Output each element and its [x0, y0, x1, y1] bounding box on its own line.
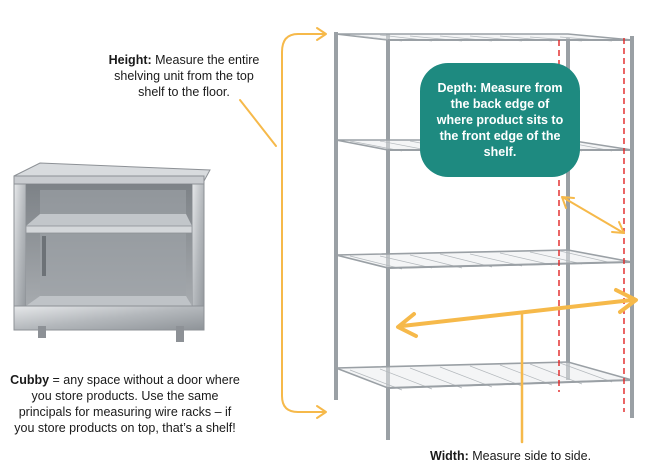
cubby-text: = any space without a door where you sto… [14, 373, 240, 435]
depth-bubble: Depth: Measure from the back edge of whe… [420, 63, 580, 177]
height-text: Measure the entire shelving unit from th… [114, 53, 260, 99]
height-note: Height: Measure the entire shelving unit… [104, 52, 264, 100]
width-label: Width: [430, 449, 469, 463]
wire-shelving-image [334, 32, 634, 440]
width-text: Measure side to side. [468, 449, 592, 463]
depth-arrow [561, 196, 625, 234]
height-pointer-line [239, 99, 277, 147]
depth-text: Depth: Measure from the back edge of whe… [436, 81, 564, 159]
height-label: Height: [108, 53, 152, 67]
cubby-label: Cubby [10, 373, 50, 387]
cubby-cabinet-image [13, 162, 211, 342]
width-arrow [396, 288, 638, 444]
height-bracket-arrow [281, 27, 327, 419]
cubby-note: Cubby = any space without a door where y… [10, 372, 240, 436]
width-note: Width: Measure side to side. [430, 448, 670, 464]
depth-guide-lines [558, 38, 625, 412]
